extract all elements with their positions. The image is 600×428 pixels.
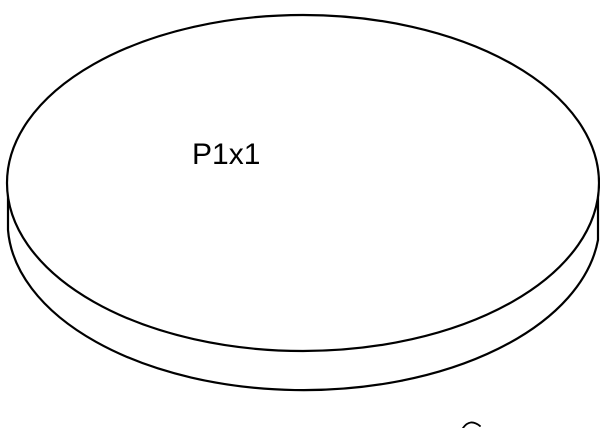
shape-label: P1x1 — [192, 138, 261, 171]
corner-mark — [462, 421, 481, 428]
cylinder-top-face — [5, 13, 600, 353]
